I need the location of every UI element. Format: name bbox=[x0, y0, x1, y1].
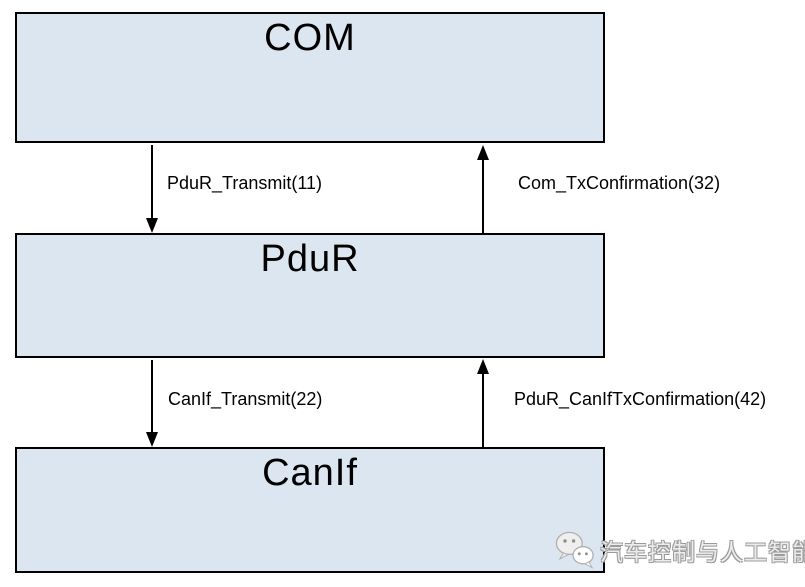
arrow-canif-transmit-line bbox=[151, 360, 153, 433]
watermark: 汽车控制与人工智能 bbox=[554, 530, 805, 575]
arrow-label-pdur-canif-txconfirmation: PduR_CanIfTxConfirmation(42) bbox=[514, 389, 767, 409]
arrow-down-icon bbox=[146, 432, 158, 447]
block-canif-title: CanIf bbox=[262, 452, 358, 494]
arrow-label-com-txconfirmation: Com_TxConfirmation(32) bbox=[518, 173, 721, 193]
block-com: COM bbox=[15, 12, 605, 143]
wechat-icon bbox=[554, 530, 596, 575]
arrow-label-pdur-transmit: PduR_Transmit(11) bbox=[167, 173, 323, 193]
block-pdur: PduR bbox=[15, 233, 605, 358]
arrow-com-txconfirmation-line bbox=[482, 158, 484, 233]
arrow-pdur-canif-txconfirmation-line bbox=[482, 372, 484, 447]
arrow-pdur-transmit-line bbox=[151, 145, 153, 219]
watermark-text: 汽车控制与人工智能 bbox=[600, 538, 805, 565]
block-com-title: COM bbox=[264, 17, 356, 59]
arrow-up-icon bbox=[477, 359, 489, 374]
block-pdur-title: PduR bbox=[260, 238, 360, 280]
arrow-down-icon bbox=[146, 218, 158, 233]
arrow-up-icon bbox=[477, 145, 489, 160]
arrow-label-canif-transmit: CanIf_Transmit(22) bbox=[168, 389, 323, 409]
block-canif: CanIf bbox=[15, 447, 605, 573]
